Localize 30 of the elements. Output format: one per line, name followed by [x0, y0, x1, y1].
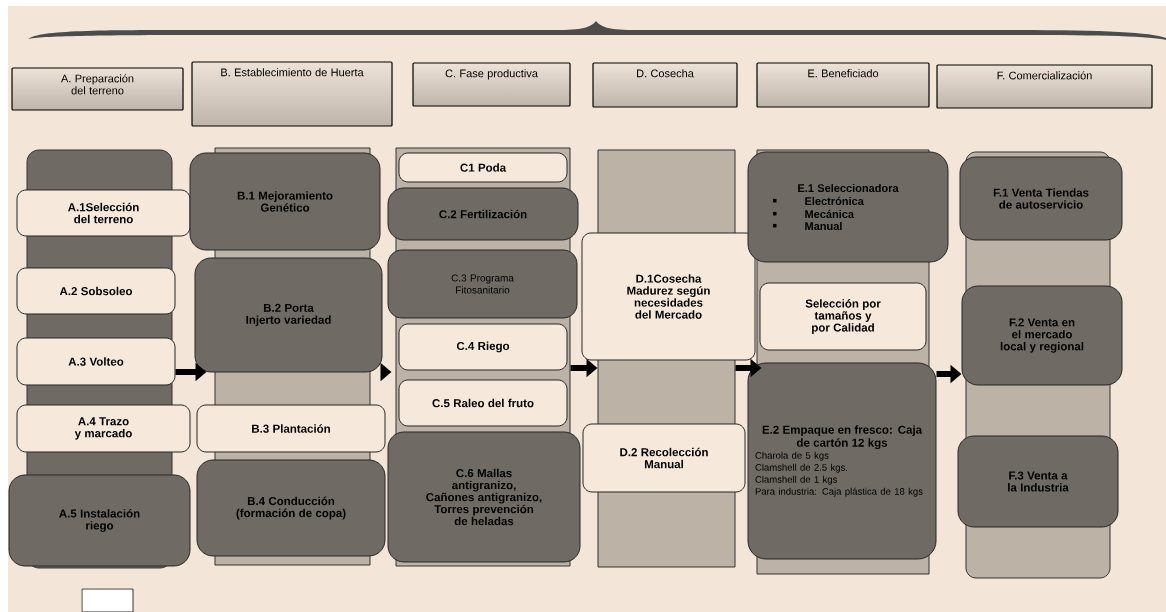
step-box: B.2 Porta Injerto variedad [194, 257, 383, 373]
header-box: E. Beneficiado [756, 62, 930, 108]
step-box: D.1Cosecha Madurez según necesidades del Mercado [581, 232, 756, 361]
header-box: C. Fase productiva [412, 62, 571, 107]
step-box: D.2 Recolección Manual [582, 423, 746, 493]
step-box: A.1Selección del terreno [16, 189, 191, 237]
step-box: Selección por tamaños y por Calidad [759, 282, 927, 351]
header-box: D. Cosecha [592, 62, 738, 108]
step-box: C1 Poda [398, 152, 568, 183]
step-box: C.3 Programa Fitosanitario [387, 249, 578, 319]
header-box: A. Preparación del terreno [11, 67, 184, 111]
step-box: B.1 Mejoramiento Genético [189, 152, 381, 251]
header-box: B. Establecimiento de Huerta [191, 61, 393, 127]
header-box: F. Comercialización [936, 64, 1153, 109]
step-box: C.5 Raleo del fruto [398, 379, 568, 427]
step-box: A.3 Volteo [16, 337, 176, 386]
step-box: C.6 Mallas antigranizo, Cañones antigranizo, Torres prevención de heladas [387, 431, 581, 563]
step-box: F.3 Venta a la Industria [957, 435, 1119, 528]
step-box: B.3 Plantación [196, 404, 386, 453]
step-box: C.4 Riego [398, 323, 568, 371]
step-box: A.5 Instalación riego [8, 474, 191, 567]
step-box: F.2 Venta en el mercado local y regional [961, 285, 1123, 386]
step-box: C.2 Fertilización [387, 187, 579, 241]
step-box: B.4 Conducción (formación de copa) [196, 459, 386, 557]
empty-box [81, 588, 134, 612]
step-box: F.1 Venta Tiendas de autoservicio [959, 156, 1123, 241]
step-box: E.2 Empaque en fresco: Caja de cartón 12 kgs Charola de 5 kgs Clamshell de 2.5 kgs. Clamshell de 1 kgs Para industria: Caja plástica de 18 kgs [747, 362, 937, 560]
step-box: E.1 Seleccionadora Electrónica Mecánica Manual [747, 151, 949, 263]
step-box: A.2 Sobsoleo [16, 267, 176, 315]
step-box: A.4 Trazo y marcado [16, 404, 191, 453]
